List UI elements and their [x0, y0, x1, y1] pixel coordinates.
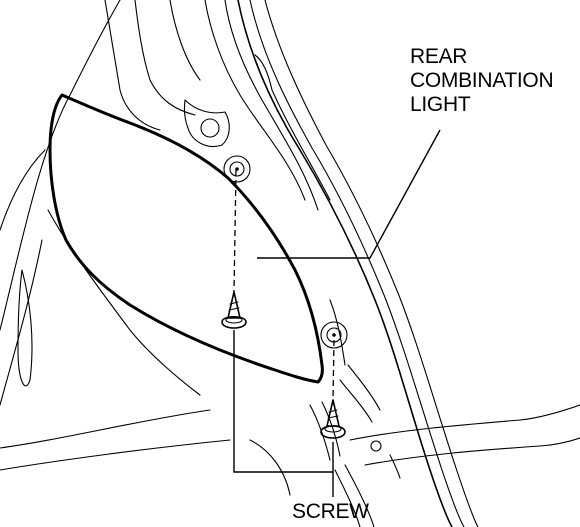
leader-rear-combination-light [257, 129, 441, 259]
screw-upper [221, 291, 247, 329]
label-rear-combination-light: REAR COMBINATION LIGHT [410, 45, 554, 117]
label-line: COMBINATION [410, 69, 554, 92]
rear-combination-light [48, 93, 324, 384]
alignment-line-upper [233, 169, 237, 293]
label-screw: SCREW [292, 500, 369, 523]
alignment-line-lower [332, 339, 335, 401]
leader-screw [233, 330, 334, 497]
screw-lower [320, 399, 346, 439]
label-line: LIGHT [410, 93, 471, 116]
label-line: REAR [410, 45, 468, 68]
screw-hole-upper [223, 155, 251, 183]
